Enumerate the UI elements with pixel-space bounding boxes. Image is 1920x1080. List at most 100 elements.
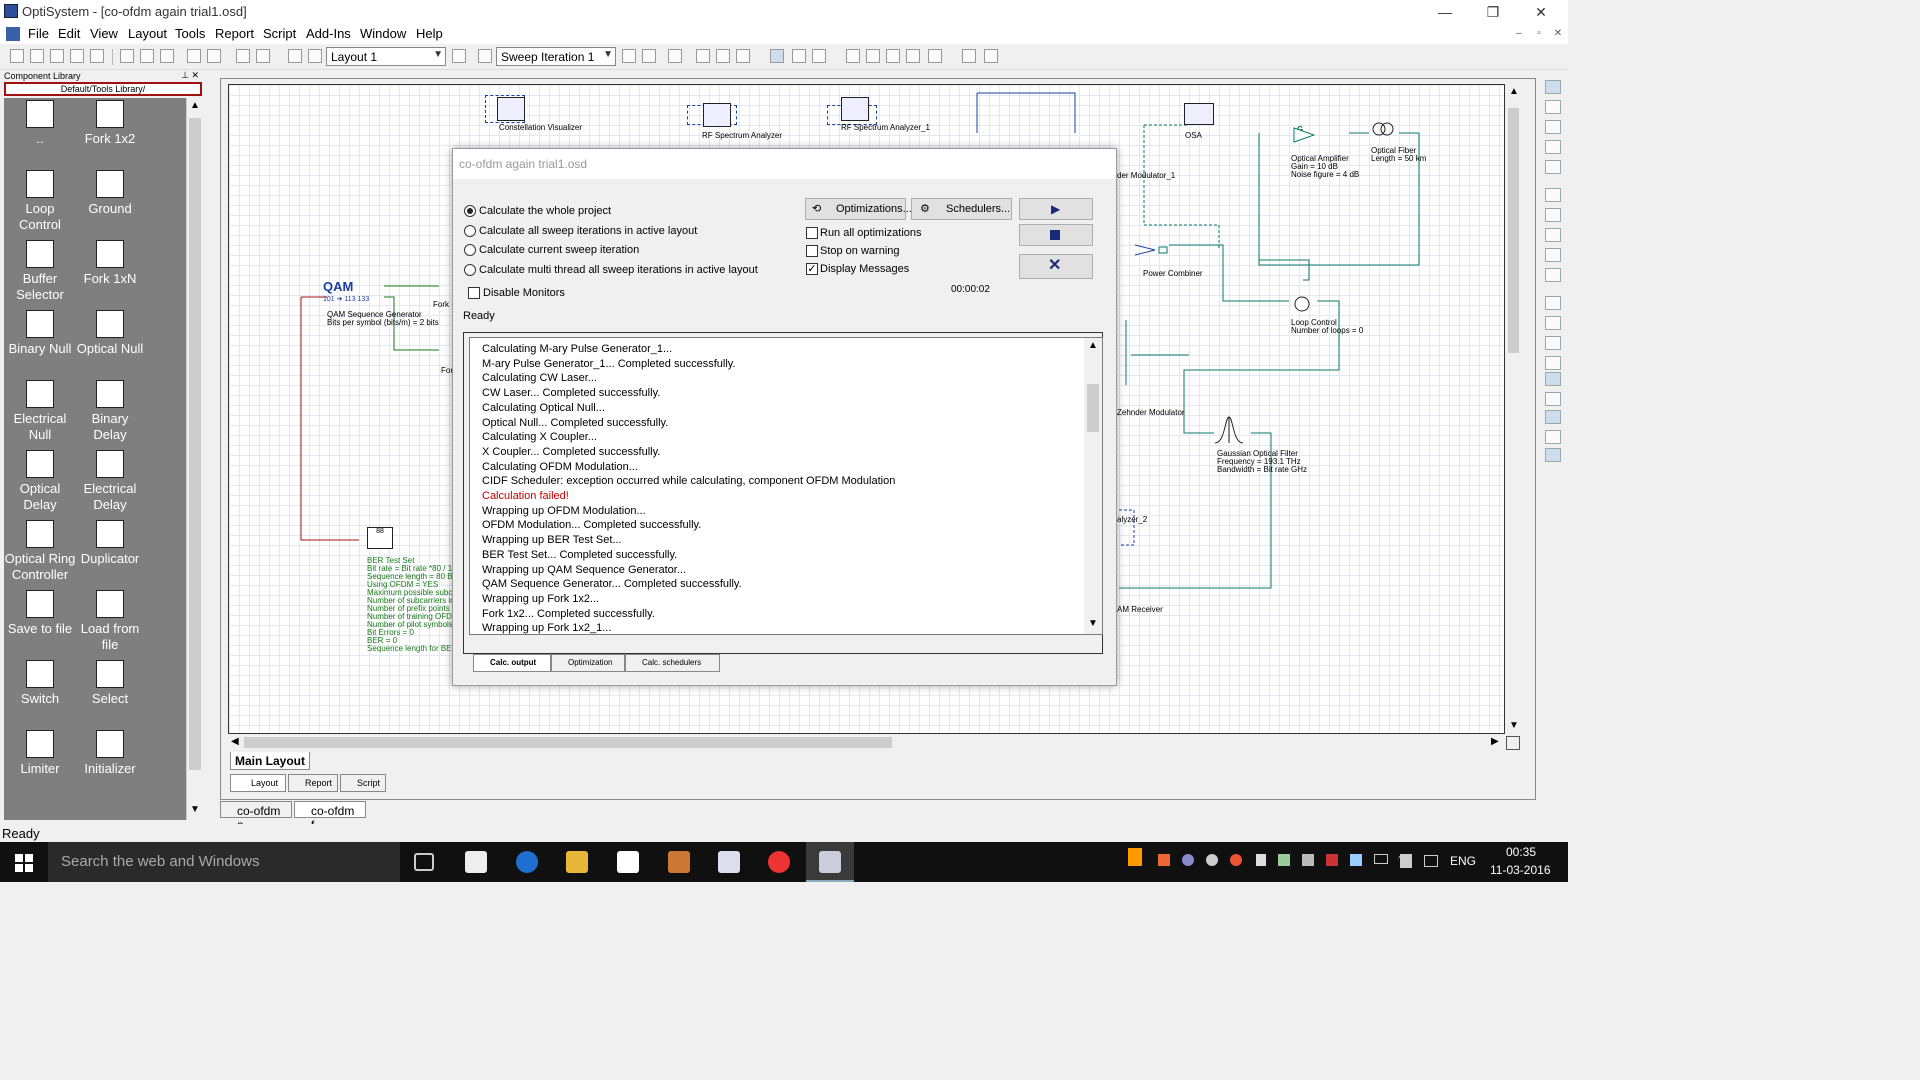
library-item[interactable]: Optical Delay — [4, 450, 76, 513]
select-tool-icon[interactable] — [1545, 80, 1561, 94]
notification-icon[interactable] — [1128, 848, 1142, 866]
close-button[interactable]: ✕ — [1535, 4, 1547, 20]
sweep-icon[interactable] — [478, 49, 492, 63]
power-combiner-icon[interactable] — [1133, 241, 1173, 259]
cancel-button[interactable]: ✕ — [1019, 254, 1093, 279]
constellation-icon[interactable] — [497, 97, 525, 121]
menu-window[interactable]: Window — [360, 26, 407, 41]
view-icon-2[interactable] — [716, 49, 730, 63]
rf-analyzer-icon[interactable] — [841, 97, 869, 121]
tab-main-layout[interactable]: Main Layout — [230, 752, 310, 770]
calc-output-log[interactable]: ▲ ▼ Calculating M-ary Pulse Generator_1.… — [469, 337, 1103, 635]
paste-icon[interactable] — [160, 49, 174, 63]
zoom-out-icon[interactable] — [1545, 316, 1561, 330]
tab-calc-output[interactable]: Calc. output — [473, 654, 551, 672]
align-icon-3[interactable] — [886, 49, 900, 63]
doc-tab-2[interactable]: co-ofdm f... — [294, 801, 366, 832]
log-scrollbar[interactable]: ▲ ▼ — [1084, 338, 1102, 634]
save-results-icon[interactable] — [984, 49, 998, 63]
library-item[interactable]: Save to file — [4, 590, 76, 637]
library-item[interactable]: Initializer — [74, 730, 146, 777]
document-app-icon[interactable] — [718, 851, 740, 873]
zoom-in-icon[interactable] — [1545, 296, 1561, 310]
open-sample-icon[interactable] — [50, 49, 64, 63]
canvas-corner-icon[interactable] — [1506, 736, 1520, 750]
menu-addins[interactable]: Add-Ins — [306, 26, 351, 41]
osa-icon[interactable] — [1184, 103, 1214, 125]
display-messages-checkbox[interactable]: ✓ — [806, 263, 818, 275]
zoom-area-icon[interactable] — [1545, 356, 1561, 370]
optisystem-taskbar-button[interactable] — [806, 842, 854, 882]
library-header-buttons[interactable]: ⊥ ✕ — [181, 70, 199, 80]
document-icon[interactable] — [6, 27, 20, 41]
mdi-close-button[interactable]: ✕ — [1553, 28, 1563, 39]
pointer-icon[interactable] — [236, 49, 250, 63]
edge-icon[interactable] — [516, 851, 538, 873]
task-view-icon[interactable] — [414, 853, 434, 871]
print-icon[interactable] — [90, 49, 104, 63]
optimizations-button[interactable]: ⟲Optimizations... — [805, 198, 912, 220]
tray-icon-1[interactable] — [1158, 854, 1170, 866]
library-path[interactable]: Default/Tools Library/ — [4, 82, 202, 96]
scroll-up-icon[interactable]: ▲ — [1509, 86, 1519, 97]
monitor-tool-icon[interactable] — [1545, 448, 1561, 462]
scroll-down-icon[interactable]: ▼ — [1509, 720, 1519, 731]
optical-fiber-icon[interactable] — [1371, 121, 1397, 137]
library-item[interactable]: Fork 1x2 — [74, 100, 146, 147]
sweep-remove-icon[interactable] — [642, 49, 656, 63]
rectangle-tool-icon[interactable] — [1545, 188, 1561, 202]
export-icon[interactable] — [962, 49, 976, 63]
menu-script[interactable]: Script — [263, 26, 297, 41]
menu-file[interactable]: File — [28, 26, 49, 41]
tab-layout[interactable]: Layout — [230, 774, 286, 792]
sweep-select[interactable]: Sweep Iteration 1▼ — [496, 47, 616, 66]
dropbox-icon[interactable] — [617, 851, 639, 873]
run-all-optimizations-checkbox[interactable] — [806, 227, 818, 239]
minimize-button[interactable]: — — [1438, 4, 1452, 20]
add-layout-icon[interactable] — [288, 49, 302, 63]
store-icon[interactable] — [465, 851, 487, 873]
system-tray[interactable] — [1120, 848, 1420, 872]
mirror-tool-icon[interactable] — [1545, 392, 1561, 406]
layout-view-icon[interactable] — [256, 49, 270, 63]
align-icon-4[interactable] — [906, 49, 920, 63]
clock-time[interactable]: 00:35 — [1506, 845, 1537, 859]
stop-on-warning-checkbox[interactable] — [806, 245, 818, 257]
scroll-up-icon[interactable]: ▲ — [1088, 340, 1098, 351]
gaussian-filter-icon[interactable] — [1213, 415, 1245, 445]
text-tool-icon[interactable] — [1545, 248, 1561, 262]
panel-icon-2[interactable] — [812, 49, 826, 63]
align-icon-1[interactable] — [846, 49, 860, 63]
disable-monitors-checkbox[interactable] — [468, 287, 480, 299]
view-icon-3[interactable] — [736, 49, 750, 63]
parameter-icon[interactable] — [668, 49, 682, 63]
doc-tab-1[interactable]: co-ofdm a... — [220, 801, 292, 832]
layout-settings-icon[interactable] — [452, 49, 466, 63]
restore-button[interactable]: ❐ — [1486, 4, 1500, 20]
schedulers-button[interactable]: ⚙Schedulers... — [911, 198, 1012, 220]
library-item[interactable]: Load from file — [74, 590, 146, 653]
amplifier-icon[interactable] — [1293, 127, 1315, 143]
sweep-add-icon[interactable] — [622, 49, 636, 63]
menu-help[interactable]: Help — [416, 26, 443, 41]
menu-view[interactable]: View — [90, 26, 118, 41]
link-tool-icon[interactable] — [1545, 120, 1561, 134]
tab-optimization[interactable]: Optimization — [551, 654, 625, 672]
log-scroll-thumb[interactable] — [1087, 384, 1099, 432]
radio-current-sweep[interactable] — [464, 244, 476, 256]
library-item[interactable]: Limiter — [4, 730, 76, 777]
volume-icon[interactable] — [1400, 854, 1412, 868]
run-button[interactable]: ▶ — [1019, 198, 1093, 220]
fork-tool-icon[interactable] — [1545, 160, 1561, 174]
scroll-right-icon[interactable]: ▶ — [1491, 736, 1499, 747]
tab-calc-schedulers[interactable]: Calc. schedulers — [625, 654, 720, 672]
image-tool-icon[interactable] — [1545, 268, 1561, 282]
menu-edit[interactable]: Edit — [58, 26, 81, 41]
action-center-icon[interactable] — [1424, 855, 1438, 867]
library-item[interactable]: .. — [4, 100, 76, 147]
bluetooth-icon[interactable] — [1256, 854, 1266, 866]
align-icon-5[interactable] — [928, 49, 942, 63]
monitor-icon[interactable] — [770, 49, 784, 63]
menu-layout[interactable]: Layout — [128, 26, 168, 41]
cut-icon[interactable] — [120, 49, 134, 63]
